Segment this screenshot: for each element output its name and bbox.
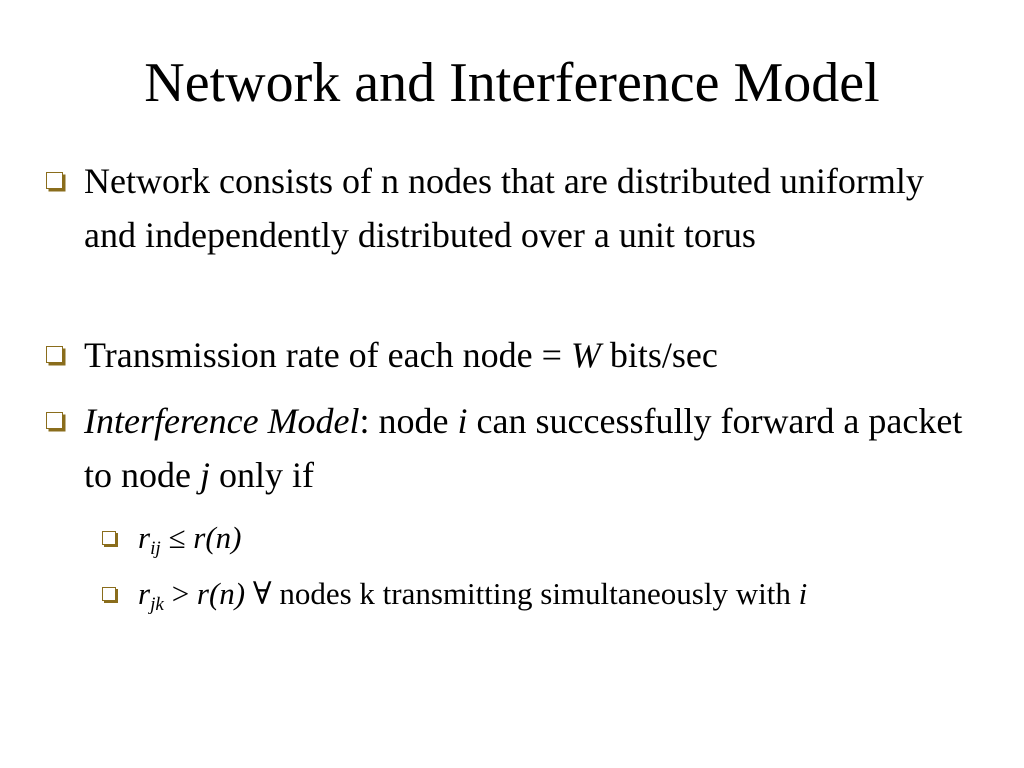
interference-middle: can successfully forward a packet to nod… [84,401,963,495]
rjk-node: i [798,576,808,611]
bullet-network: Network consists of n nodes that are dis… [46,154,984,262]
bullet-rate-text-after: bits/sec [600,335,718,375]
rjk-text: nodes k transmitting simultaneously with [279,576,799,611]
rjk-rhs: r(n) [196,576,246,611]
bullet-transmission-rate: Transmission rate of each node = W bits/… [46,328,984,382]
interference-model-term: Interference Model [84,401,360,441]
rjk-relation: > [163,576,197,611]
interference-colon: : node [359,401,458,441]
node-i: i [457,401,468,441]
bullet-rate-text-before: Transmission rate of each node = [84,335,571,375]
rjk-subscript: jk [150,593,164,615]
square-bullet-icon [102,587,116,601]
slide-title: Network and Interference Model [144,52,880,114]
square-bullet-icon [46,412,63,429]
sub-bullet-rjk: rjk > r(n) ∀ nodes k transmitting simult… [102,574,1018,615]
node-j: j [199,455,210,495]
interference-tail: only if [210,455,314,495]
forall-symbol: ∀ [245,576,280,611]
rate-symbol: W [570,335,601,375]
rij-subscript: ij [150,537,161,559]
sub-bullet-rij: rij ≤ r(n) [102,518,1018,559]
bullet-interference-model: Interference Model: node i can successfu… [46,394,984,502]
square-bullet-icon [46,346,63,363]
rij-var: r [138,520,151,555]
square-bullet-icon [102,531,116,545]
rij-rhs: r(n) [193,520,242,555]
bullet-network-text: Network consists of n nodes that are dis… [84,161,924,255]
square-bullet-icon [46,172,63,189]
rjk-var: r [138,576,151,611]
rij-relation: ≤ [160,520,194,555]
